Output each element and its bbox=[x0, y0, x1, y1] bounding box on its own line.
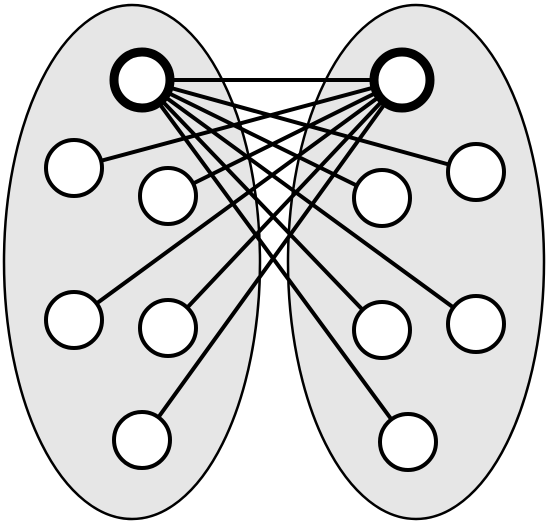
node-R1 bbox=[446, 142, 506, 202]
node-R5 bbox=[378, 412, 438, 472]
nodes bbox=[44, 47, 506, 472]
node-L5 bbox=[112, 410, 172, 470]
edge-R0-L3 bbox=[72, 78, 404, 322]
edge-R0-L5 bbox=[140, 78, 404, 442]
edge-L0-R4 bbox=[140, 78, 478, 326]
node-L1 bbox=[44, 138, 104, 198]
node-L4 bbox=[138, 298, 198, 358]
node-R4 bbox=[446, 294, 506, 354]
edge-R0-L2 bbox=[166, 78, 404, 198]
node-L2 bbox=[138, 166, 198, 226]
edge-L0-R5 bbox=[140, 78, 410, 444]
hub-node-L0 bbox=[109, 47, 175, 113]
edge-L0-R2 bbox=[140, 78, 384, 200]
edge-L0-R3 bbox=[140, 78, 384, 332]
edge-R0-L1 bbox=[72, 78, 404, 170]
hub-node-R0 bbox=[369, 47, 435, 113]
node-R2 bbox=[352, 168, 412, 228]
node-L3 bbox=[44, 290, 104, 350]
node-R3 bbox=[352, 300, 412, 360]
edges bbox=[72, 78, 478, 444]
edge-R0-L4 bbox=[166, 78, 404, 330]
